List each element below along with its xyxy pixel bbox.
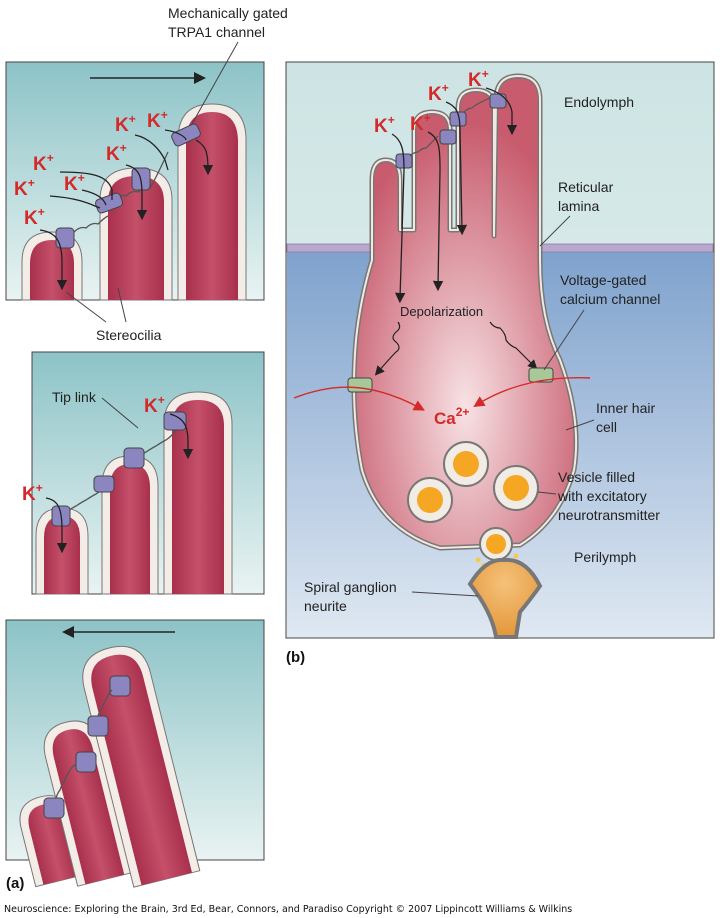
- inner-hair-cell-label-1: Inner hair: [596, 400, 655, 416]
- panel-a-top: K+ K+ K+ K+ K+ K+ K+: [5, 61, 265, 301]
- ion-flow-arrows: [39, 129, 214, 291]
- trpa1-channel: [489, 93, 507, 109]
- spiral-ganglion-label-2: neurite: [304, 598, 347, 614]
- ion-flow-arrows-b: [391, 87, 518, 304]
- tip-link: [97, 689, 113, 717]
- trpa1-channel: [43, 797, 65, 819]
- synaptic-vesicle: [407, 441, 539, 561]
- ion-flow-arrow: [169, 413, 194, 460]
- panel-b: K+ K+ K+ K+ Ca2+: [285, 61, 715, 639]
- panel-b-tag: (b): [286, 649, 305, 666]
- stereocilia-leader-2: [117, 287, 127, 323]
- stereocilia-leader-1: [65, 291, 107, 323]
- stereocilia-label: Stereocilia: [96, 327, 162, 343]
- spiral-ganglion-neurite: [467, 557, 543, 639]
- tip-link: [463, 97, 491, 113]
- calcium-influx-arrow: [293, 386, 425, 411]
- k-ion-label: K+: [428, 81, 449, 105]
- spiral-ganglion-label-1: Spiral ganglion: [304, 579, 397, 595]
- vesicle-leader: [537, 491, 557, 495]
- svg-text:K+: K+: [24, 205, 45, 229]
- trpa1-channel: [75, 751, 97, 773]
- trpa1-channel: [123, 447, 145, 469]
- tip-link-leader: [101, 397, 139, 429]
- depolarization-wave: [374, 321, 401, 376]
- spiral-ganglion-leader: [411, 591, 479, 597]
- tip-link: [113, 151, 169, 201]
- copyright-credit: Neuroscience: Exploring the Brain, 3rd E…: [4, 904, 572, 915]
- calcium-ion-label: Ca2+: [434, 405, 469, 428]
- svg-text:K+: K+: [147, 108, 168, 132]
- svg-text:K+: K+: [14, 176, 35, 200]
- panel-a-middle: K+ K+: [22, 351, 265, 595]
- trpa1-channel: [439, 129, 457, 145]
- k-ion-label: K+: [374, 113, 395, 137]
- voltage-gated-calcium-channel: [347, 367, 554, 393]
- tip-link: [55, 763, 77, 799]
- inner-hair-cell-label-2: cell: [596, 419, 617, 435]
- stereocilium-medium: [101, 455, 159, 595]
- perilymph-label: Perilymph: [574, 549, 636, 565]
- k-ion-label: K+: [22, 481, 43, 505]
- vgcc-label-2: calcium channel: [560, 291, 660, 307]
- calcium-influx-arrow: [473, 377, 591, 407]
- vesicle-label-3: neurotransmitter: [558, 507, 660, 523]
- svg-text:K+: K+: [33, 151, 54, 175]
- trpa1-channel: [87, 715, 109, 737]
- reticular-lamina-label-2: lamina: [558, 198, 599, 214]
- vgcc-leader: [543, 309, 585, 371]
- trpa1-leader-line: [191, 41, 239, 125]
- vesicle-label-1: Vesicle filled: [558, 469, 635, 485]
- stereocilium-tall: [163, 391, 233, 595]
- reticular-leader: [539, 215, 571, 247]
- svg-text:K+: K+: [115, 112, 136, 136]
- stereocilium-tall: [177, 103, 247, 301]
- vesicle-label-2: with excitatory: [557, 488, 647, 504]
- inner-hair-cell-leader: [565, 419, 595, 431]
- trpa1-label-line2: TRPA1 channel: [168, 24, 265, 40]
- svg-text:K+: K+: [106, 141, 127, 165]
- trpa1-channel: [109, 675, 131, 697]
- panel-a-bottom: [5, 619, 265, 888]
- panel-a-tag: (a): [6, 875, 24, 892]
- k-ion-labels: K+ K+ K+ K+ K+ K+ K+: [14, 108, 168, 229]
- k-ion-label: K+: [468, 67, 489, 91]
- trpa1-channel: [163, 411, 187, 431]
- stereocilium-tall: [82, 645, 201, 888]
- trpa1-label-line1: Mechanically gated: [168, 5, 288, 21]
- k-ion-label: K+: [144, 393, 165, 417]
- vgcc-label-1: Voltage-gated: [560, 272, 646, 288]
- depolarization-label: Depolarization: [400, 304, 483, 319]
- depolarization-wave: [489, 321, 538, 370]
- endolymph-label: Endolymph: [564, 94, 634, 110]
- tip-link: [409, 135, 439, 157]
- k-ion-label: K+: [410, 111, 431, 135]
- reticular-lamina-label-1: Reticular: [558, 179, 614, 195]
- tip-link-label: Tip link: [52, 389, 97, 405]
- ion-flow-arrow: [45, 497, 68, 554]
- trpa1-channel: [93, 475, 115, 493]
- svg-text:K+: K+: [64, 171, 85, 195]
